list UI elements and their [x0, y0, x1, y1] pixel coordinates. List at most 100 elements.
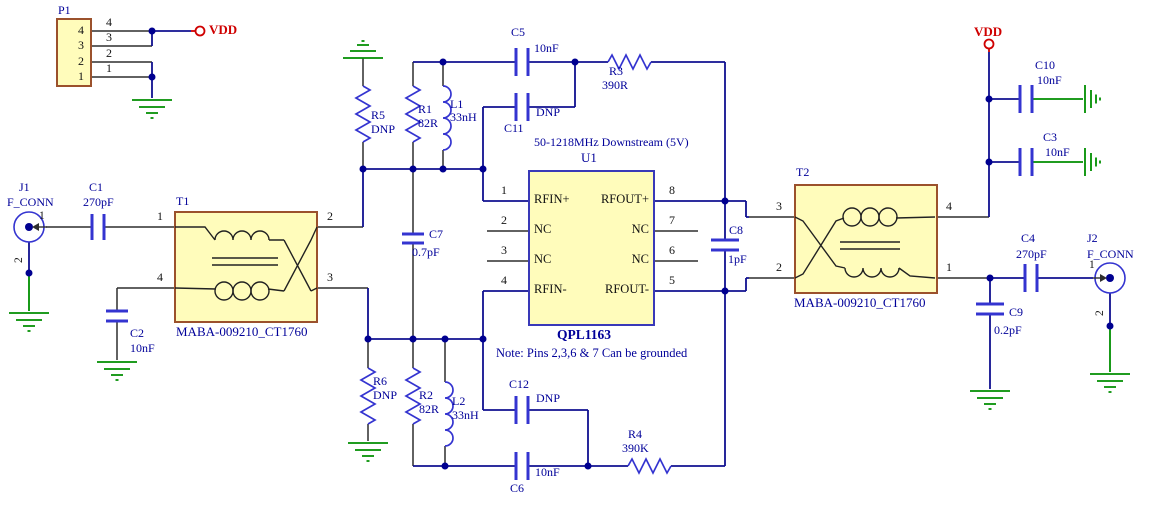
c2-ref: C2 — [130, 326, 145, 340]
c1-ref: C1 — [89, 180, 104, 194]
vdd-label: VDD — [209, 22, 238, 37]
r5-value: DNP — [371, 122, 396, 136]
capacitor-c11[interactable] — [514, 93, 530, 121]
vdd-label: VDD — [974, 24, 1003, 39]
u1-pin-name-nc: NC — [631, 222, 649, 236]
junction-dot — [721, 197, 729, 205]
junction-dot — [985, 158, 993, 166]
wire — [46, 30, 990, 466]
capacitor-c2[interactable] — [106, 309, 128, 323]
p1-outer-pin-4: 4 — [106, 15, 112, 29]
ground-symbol[interactable] — [132, 99, 172, 119]
j1-pin-2: 2 — [13, 257, 25, 263]
junction-dot — [985, 95, 993, 103]
resistor-r4[interactable] — [627, 457, 672, 475]
c6-value: 10nF — [535, 465, 560, 479]
u1-note: Note: Pins 2,3,6 & 7 Can be grounded — [496, 346, 688, 360]
ground-symbol[interactable] — [97, 361, 137, 381]
ground-symbol[interactable] — [970, 390, 1010, 410]
j2-pin-1: 1 — [1089, 259, 1095, 271]
u1-pin-num-8: 8 — [669, 183, 675, 197]
c10-ref: C10 — [1035, 58, 1056, 72]
coax-center-pin — [25, 223, 33, 231]
transformer-t1-winding — [174, 226, 318, 292]
connector-j1[interactable] — [13, 211, 47, 243]
p1-inner-pin-1: 1 — [78, 69, 84, 83]
inductor-l2[interactable] — [444, 381, 454, 447]
capacitor-c4[interactable] — [1023, 264, 1039, 292]
r4-value: 390K — [622, 441, 649, 455]
r5-ref: R5 — [371, 108, 386, 122]
r6-ref: R6 — [373, 374, 388, 388]
p1-inner-pin-4: 4 — [78, 23, 84, 37]
capacitor-c12[interactable] — [514, 396, 530, 424]
r3-value: 390R — [602, 78, 629, 92]
resistor-r3[interactable] — [607, 53, 652, 71]
capacitor-c1[interactable] — [90, 214, 106, 240]
capacitor-c10[interactable] — [1018, 85, 1034, 113]
u1-pin-num-3: 3 — [501, 243, 507, 257]
transformer-t1[interactable] — [174, 211, 318, 323]
u1-pin-name-rfout-plus: RFOUT+ — [600, 192, 649, 206]
l2-ref: L2 — [452, 394, 466, 408]
u1-pin-name-nc: NC — [534, 252, 552, 266]
junction-dot — [359, 165, 367, 173]
capacitor-c7[interactable] — [402, 232, 424, 245]
u1-pin-num-7: 7 — [669, 213, 675, 227]
connector-j2[interactable] — [1093, 262, 1126, 294]
c6-ref: C6 — [510, 481, 525, 495]
j2-pin-2: 2 — [1094, 310, 1106, 316]
c5-ref: C5 — [511, 25, 526, 39]
coax-center-pin — [1106, 274, 1114, 282]
t2-ref: T2 — [796, 165, 810, 179]
transformer-t2-coil — [878, 207, 898, 227]
junction-dot — [439, 58, 447, 66]
u1-pin-name-rfout-minus: RFOUT- — [605, 282, 649, 296]
r2-ref: R2 — [419, 388, 434, 402]
capacitor-c9[interactable] — [976, 302, 1004, 316]
resistor-r2[interactable] — [404, 367, 422, 425]
t1-pin-4: 4 — [157, 270, 163, 284]
u1-banner: 50-1218MHz Downstream (5V) — [534, 135, 689, 149]
junction-dot — [364, 335, 372, 343]
ground-symbol-rotated[interactable] — [1084, 85, 1101, 113]
ground-symbol[interactable] — [348, 442, 388, 462]
capacitor-c8[interactable] — [711, 238, 739, 252]
ground-symbol[interactable] — [1090, 373, 1130, 393]
resistor-r6[interactable] — [359, 367, 377, 425]
ground-symbol[interactable] — [9, 312, 49, 332]
capacitor-c6[interactable] — [514, 452, 530, 480]
vdd-port[interactable] — [191, 25, 206, 37]
p1-outer-pin-1: 1 — [106, 61, 112, 75]
junction-dot — [441, 335, 449, 343]
ground-symbol-inverted[interactable] — [343, 40, 383, 59]
connector-p1-body[interactable] — [56, 18, 92, 87]
capacitor-c5[interactable] — [514, 48, 530, 76]
c9-ref: C9 — [1009, 305, 1024, 319]
r1-ref: R1 — [418, 102, 433, 116]
junction-dot — [409, 335, 417, 343]
vdd-circle-icon — [194, 25, 206, 37]
resistor-r1[interactable] — [404, 85, 422, 143]
capacitor-c3[interactable] — [1018, 148, 1034, 176]
inductor-l1[interactable] — [442, 85, 452, 151]
transformer-t2[interactable] — [794, 184, 938, 294]
chip-u1-body[interactable] — [528, 170, 655, 326]
c11-value: DNP — [536, 105, 561, 119]
p1-outer-pin-2: 2 — [106, 46, 112, 60]
vdd-port[interactable] — [983, 38, 995, 53]
transformer-t2-winding — [794, 216, 936, 279]
r1-value: 82R — [418, 116, 439, 130]
resistor-r5[interactable] — [354, 85, 372, 143]
c3-ref: C3 — [1043, 130, 1058, 144]
junction-dot — [479, 335, 487, 343]
j1-ref: J1 — [19, 180, 30, 194]
t2-pin-3: 3 — [776, 199, 782, 213]
c9-value: 0.2pF — [994, 323, 1022, 337]
junction-dot — [439, 165, 447, 173]
p1-inner-pin-3: 3 — [78, 38, 84, 52]
ground-symbol-rotated[interactable] — [1084, 148, 1101, 176]
c11-ref: C11 — [504, 121, 524, 135]
wire — [28, 30, 1111, 467]
